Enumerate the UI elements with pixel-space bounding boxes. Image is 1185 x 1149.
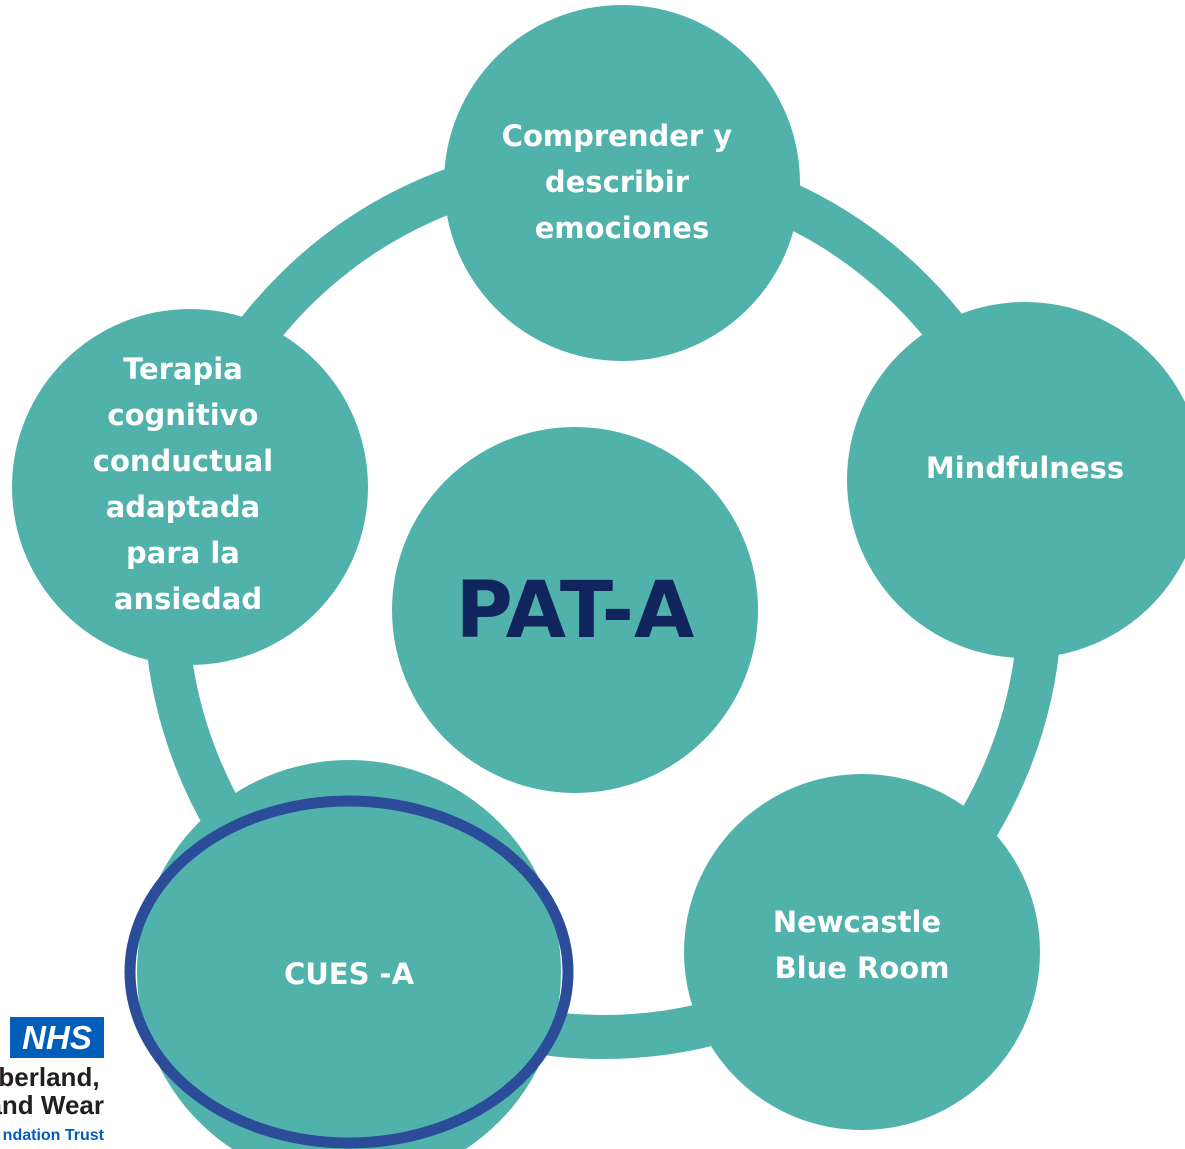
node-cues-circle	[137, 760, 561, 1149]
node-terapia-line-3: conductual	[93, 444, 273, 478]
node-terapia-line-2: cognitivo	[107, 398, 258, 432]
node-comprender-line-3: emociones	[535, 211, 709, 245]
center-circle	[392, 427, 758, 793]
node-terapia: Terapia cognitivo conductual adaptada pa…	[12, 309, 368, 665]
node-comprender-line-2: describir	[545, 165, 690, 199]
svg-text:CUES -A: CUES -A	[284, 957, 415, 991]
nhs-logo: NHS mberland, and Wear ndation Trust	[0, 1017, 105, 1144]
node-mindfulness-line-1: Mindfulness	[926, 451, 1124, 485]
svg-text:Mindfulness: Mindfulness	[926, 451, 1124, 485]
node-terapia-line-5: para la	[126, 536, 240, 570]
center-label: PAT-A	[456, 566, 695, 656]
node-newcastle-line-1: Newcastle	[773, 905, 941, 939]
node-terapia-line-6: ansiedad	[114, 582, 262, 616]
node-newcastle-line-2: Blue Room	[775, 951, 950, 985]
node-mindfulness: Mindfulness	[847, 302, 1185, 658]
node-comprender-circle	[444, 5, 800, 361]
node-terapia-circle	[12, 309, 368, 665]
svg-text:Newcastle Blue Room: Newcastle Blue Room	[773, 905, 951, 985]
nhs-logo-line-3: ndation Trust	[3, 1127, 105, 1144]
svg-text:Terapia cognitivo: Terapia cognitivo conductual adaptada pa…	[93, 352, 283, 616]
node-cues-line-1: CUES -A	[284, 957, 415, 991]
nhs-logo-badge	[10, 1017, 104, 1058]
svg-text:mberland, and Wear: mberland, and Wear	[0, 1062, 104, 1120]
nhs-logo-line-2: and Wear	[0, 1090, 104, 1120]
nhs-logo-line-1: mberland,	[0, 1062, 100, 1092]
node-cues: CUES -A	[124, 760, 574, 1149]
nhs-logo-badge-text: NHS	[22, 1019, 92, 1056]
node-terapia-line-4: adaptada	[106, 490, 260, 524]
node-cues-highlight-ring	[124, 795, 574, 1149]
node-newcastle-circle	[684, 774, 1040, 1130]
node-newcastle: Newcastle Blue Room	[684, 774, 1040, 1130]
node-mindfulness-circle	[847, 302, 1185, 658]
node-terapia-line-1: Terapia	[123, 352, 243, 386]
node-comprender: Comprender y describir emociones	[444, 5, 800, 361]
node-comprender-line-1: Comprender y	[502, 119, 733, 153]
svg-text:Comprender y describir: Comprender y describir emociones	[502, 119, 743, 245]
